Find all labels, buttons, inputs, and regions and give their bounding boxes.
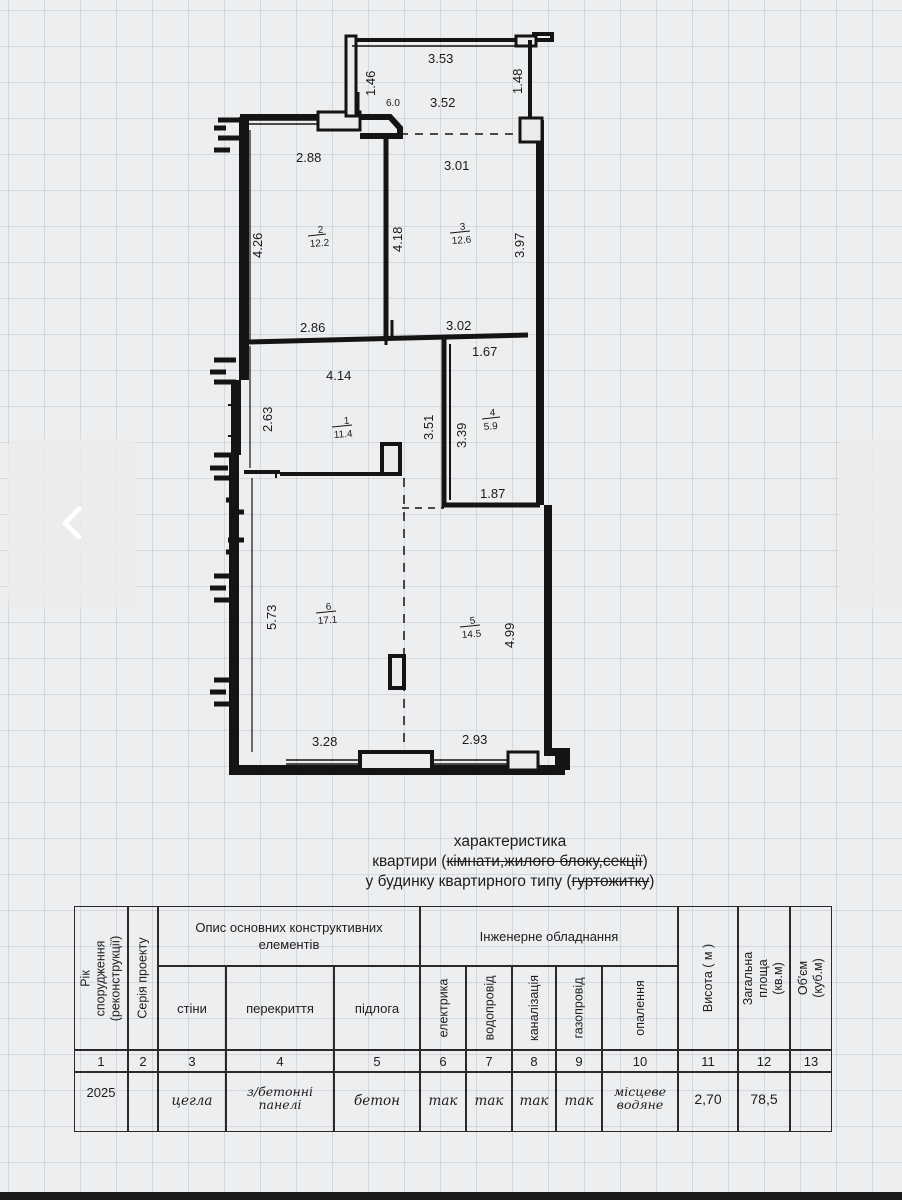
value-slab: з/бетонні панелі	[226, 1072, 334, 1132]
dim-balcony-top: 3.53	[428, 51, 453, 66]
document-caption: характеристика квартири (кімнати,жилого …	[230, 832, 790, 892]
header-slab: перекриття	[226, 966, 334, 1050]
col-number-4: 4	[226, 1050, 334, 1072]
svg-text:3: 3	[459, 222, 466, 233]
floor-plan: 3.53 1.46 1.48 3.52 6.0 2.88 3.01 4.26 4…	[210, 32, 570, 775]
bottom-bar	[0, 1192, 902, 1200]
dim-room2-bottom: 2.86	[300, 320, 325, 335]
dim-room5-right: 4.99	[502, 623, 517, 648]
chevron-left-icon	[62, 506, 82, 540]
col-number-3: 3	[158, 1050, 226, 1072]
dim-room6-left: 5.73	[264, 605, 279, 630]
header-electric: електрика	[420, 966, 466, 1050]
caption-line-1: характеристика	[453, 833, 567, 850]
svg-text:4: 4	[489, 408, 496, 419]
col-number-7: 7	[466, 1050, 512, 1072]
dim-balcony-left: 1.46	[363, 71, 378, 96]
col-number-5: 5	[334, 1050, 420, 1072]
header-heating: опалення	[602, 966, 678, 1050]
dim-room4-bottom: 1.87	[480, 486, 505, 501]
header-water: водопровід	[466, 966, 512, 1050]
header-description: Опис основних конструктивних елементів	[158, 906, 420, 966]
value-water: так	[466, 1072, 512, 1132]
svg-text:12.6: 12.6	[451, 235, 472, 247]
value-gas: так	[556, 1072, 602, 1132]
header-sewer: каналізація	[512, 966, 556, 1050]
value-height: 2,70	[678, 1072, 738, 1132]
header-volume: Об'єм (куб.м)	[790, 906, 832, 1050]
header-year: Рік спорудження (реконструкції)	[74, 906, 128, 1050]
svg-text:12.2: 12.2	[309, 238, 330, 250]
value-volume	[790, 1072, 832, 1132]
dim-room1-left: 2.63	[260, 407, 275, 432]
svg-text:5.9: 5.9	[483, 421, 498, 433]
dim-room3-bottom: 3.02	[446, 318, 471, 333]
col-number-8: 8	[512, 1050, 556, 1072]
dim-room1-top: 4.14	[326, 368, 351, 383]
svg-text:6: 6	[325, 602, 332, 613]
col-number-13: 13	[790, 1050, 832, 1072]
svg-text:2: 2	[317, 225, 324, 236]
header-height: Висота ( м )	[678, 906, 738, 1050]
dim-room5-bottom: 2.93	[462, 732, 487, 747]
svg-text:11.4: 11.4	[333, 429, 353, 441]
value-series	[128, 1072, 158, 1132]
col-number-12: 12	[738, 1050, 790, 1072]
value-floor: бетон	[334, 1072, 420, 1132]
previous-image-button[interactable]	[8, 439, 136, 607]
svg-text:17.1: 17.1	[317, 615, 338, 627]
caption-line-2: квартири (кімнати,жилого блоку,секції)	[372, 853, 648, 870]
value-total-area: 78,5	[738, 1072, 790, 1132]
header-floor: підлога	[334, 966, 420, 1050]
next-image-button[interactable]	[838, 439, 902, 607]
col-number-6: 6	[420, 1050, 466, 1072]
value-walls: цегла	[158, 1072, 226, 1132]
svg-text:14.5: 14.5	[461, 629, 482, 641]
value-year: 2025	[74, 1072, 128, 1132]
room-label-6: 6 17.1	[315, 602, 338, 627]
col-number-1: 1	[74, 1050, 128, 1072]
header-series: Серія проекту	[128, 906, 158, 1050]
dim-room3-right: 3.97	[512, 233, 527, 258]
dim-room6-bottom: 3.28	[312, 734, 337, 749]
dim-room2-top: 2.88	[296, 150, 321, 165]
dim-balcony-inner: 3.52	[430, 95, 455, 110]
col-number-11: 11	[678, 1050, 738, 1072]
header-walls: стіни	[158, 966, 226, 1050]
col-number-9: 9	[556, 1050, 602, 1072]
dim-room2-right: 4.18	[390, 227, 405, 252]
header-total-area: Загальна площа (кв.м)	[738, 906, 790, 1050]
header-gas: газопровід	[556, 966, 602, 1050]
dim-room4-top: 1.67	[472, 344, 497, 359]
dim-room4-left-a: 3.51	[421, 415, 436, 440]
room-label-4: 4 5.9	[481, 408, 501, 433]
col-number-10: 10	[602, 1050, 678, 1072]
header-engineering: Інженерне обладнання	[420, 906, 678, 966]
col-number-2: 2	[128, 1050, 158, 1072]
room-label-3: 3 12.6	[449, 222, 472, 247]
characteristics-table: Рік спорудження (реконструкції) Серія пр…	[74, 906, 832, 1132]
room-label-5: 5 14.5	[459, 616, 482, 641]
svg-text:1: 1	[343, 416, 350, 427]
balcony-area: 6.0	[386, 98, 400, 109]
value-sewer: так	[512, 1072, 556, 1132]
dim-room3-top: 3.01	[444, 158, 469, 173]
svg-text:5: 5	[469, 616, 476, 627]
room-label-2: 2 12.2	[307, 225, 330, 250]
dim-room2-left: 4.26	[250, 233, 265, 258]
caption-line-3: у будинку квартирного типу (гуртожитку)	[365, 873, 655, 890]
room-label-1: 1 11.4	[331, 416, 353, 441]
dim-balcony-right: 1.48	[510, 69, 525, 94]
dim-room4-left-b: 3.39	[454, 423, 469, 448]
value-heating: місцеве водяне	[602, 1072, 678, 1132]
value-electric: так	[420, 1072, 466, 1132]
